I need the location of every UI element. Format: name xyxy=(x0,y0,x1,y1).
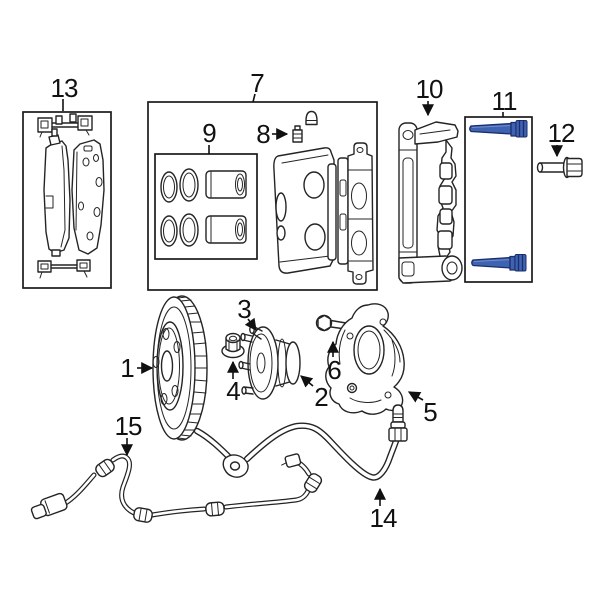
leader-line xyxy=(300,375,314,388)
callout-8-bleeder-screw[interactable]: 8 xyxy=(256,119,289,149)
callout-label[interactable]: 10 xyxy=(416,74,444,104)
caliper-body xyxy=(273,142,374,285)
callout-10-caliper-bracket[interactable]: 10 xyxy=(416,74,444,117)
callout-label[interactable]: 9 xyxy=(202,118,217,148)
sensor-connector xyxy=(30,492,68,520)
hose-threaded-fitting xyxy=(388,404,408,442)
callout-6-shield-bolt[interactable]: 6 xyxy=(327,340,342,385)
callout-label[interactable]: 14 xyxy=(370,503,398,533)
pad-clip-bottom xyxy=(37,259,91,279)
leader-line xyxy=(244,317,257,331)
brake-pad-kit-drawing xyxy=(22,111,112,289)
callout-5-splash-shield[interactable]: 5 xyxy=(407,391,438,427)
callout-14-brake-hose[interactable]: 14 xyxy=(370,487,398,533)
sensor-grommet xyxy=(95,458,115,478)
brake-hose-drawing xyxy=(193,404,408,481)
abs-sensor-drawing xyxy=(30,453,323,523)
callout-label[interactable]: 12 xyxy=(548,118,576,148)
piston-seal-kit-drawing xyxy=(154,153,258,260)
guide-pin-border xyxy=(464,116,533,283)
caliper-bracket-drawing xyxy=(398,121,463,284)
sensor-grommet xyxy=(133,507,153,523)
callout-label[interactable]: 13 xyxy=(51,73,79,103)
callout-label[interactable]: 4 xyxy=(226,376,241,406)
brake-pad-inner xyxy=(43,128,71,257)
pad-kit-border xyxy=(22,111,112,289)
leader-line xyxy=(407,391,424,403)
callout-label[interactable]: 7 xyxy=(250,68,265,98)
callout-label[interactable]: 8 xyxy=(256,119,271,149)
bleeder-screw-drawing xyxy=(292,110,318,143)
callout-3-wheel-stud[interactable]: 3 xyxy=(237,294,257,331)
caliper-kit-border xyxy=(147,101,378,291)
callouts: 1 2 3 4 5 6 7 8 xyxy=(51,68,576,533)
leader-line xyxy=(252,93,256,103)
caliper-piston xyxy=(205,215,247,244)
caliper-piston xyxy=(205,170,247,199)
callout-7-caliper-assembly[interactable]: 7 xyxy=(250,68,265,103)
brake-pad-outer xyxy=(71,139,105,255)
callout-label[interactable]: 15 xyxy=(115,411,143,441)
callout-label[interactable]: 1 xyxy=(120,353,135,383)
callout-label[interactable]: 2 xyxy=(314,382,329,412)
callout-4-spindle-nut[interactable]: 4 xyxy=(226,360,241,406)
guide-pin-bolts-drawing xyxy=(464,116,533,283)
callout-15-abs-speed-sensor[interactable]: 15 xyxy=(115,411,143,457)
sensor-tip xyxy=(281,453,302,468)
spindle-nut-drawing xyxy=(221,332,245,359)
callout-9-piston-seal-kit[interactable]: 9 xyxy=(202,118,217,154)
callout-12-bracket-bolt[interactable]: 12 xyxy=(548,118,576,158)
callout-2-hub-bearing[interactable]: 2 xyxy=(300,375,329,412)
sensor-grommet xyxy=(303,473,323,493)
caliper-assembly-drawing xyxy=(147,101,378,291)
callout-13-brake-pad-kit[interactable]: 13 xyxy=(51,73,79,111)
callout-1-brake-rotor[interactable]: 1 xyxy=(120,353,154,383)
brake-rotor-drawing xyxy=(152,295,208,441)
pad-clip-top xyxy=(37,113,93,138)
seal-kit-border xyxy=(154,153,258,260)
callout-label[interactable]: 6 xyxy=(327,355,342,385)
bracket-bolt-drawing xyxy=(536,156,583,179)
hose-banjo-fitting xyxy=(222,454,249,478)
callout-label[interactable]: 11 xyxy=(492,86,519,116)
callout-11-guide-pin-bolts[interactable]: 11 xyxy=(492,86,518,117)
callout-label[interactable]: 3 xyxy=(237,294,252,324)
sensor-grommet xyxy=(205,501,225,517)
callout-label[interactable]: 5 xyxy=(423,397,438,427)
